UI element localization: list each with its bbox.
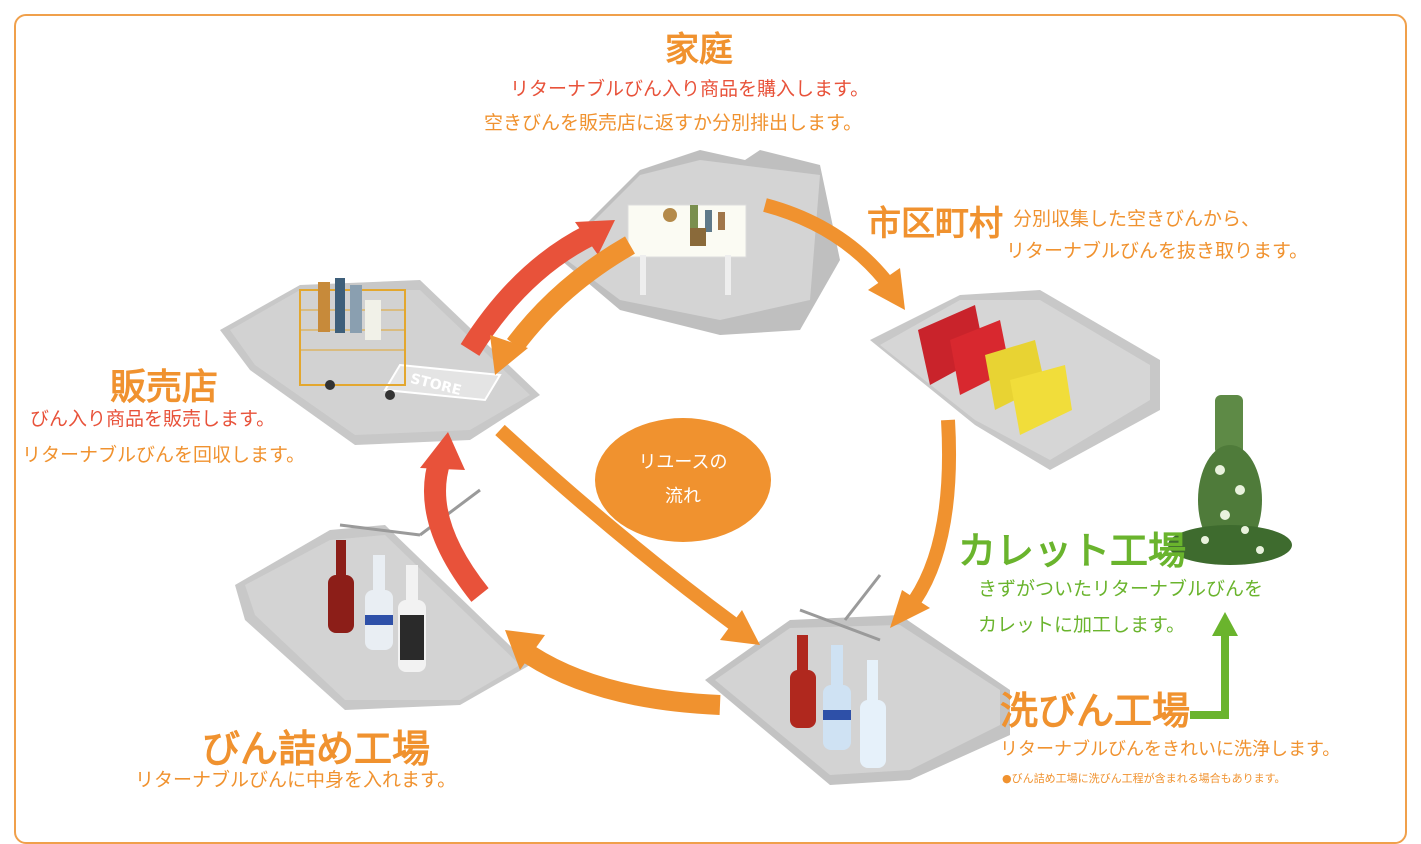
store-platform: STORE [220, 278, 540, 445]
store-desc-2: リターナブルびんを回収します。 [22, 444, 306, 466]
municipality-title: 市区町村 [867, 204, 1003, 244]
home-platform [555, 150, 840, 335]
center-circle [595, 418, 771, 542]
filler-desc-1: リターナブルびんに中身を入れます。 [135, 769, 457, 791]
cullet-bottle [1168, 395, 1292, 565]
arrow-bottling-to-store [420, 432, 465, 470]
washer-title: 洗びん工場 [1000, 689, 1191, 733]
municipality-desc-1: 分別収集した空きびんから、 [1013, 208, 1261, 230]
arrow-store-to-home [575, 220, 615, 255]
cycle-illustration: STORE [220, 150, 1292, 785]
bottling-platform [235, 488, 530, 710]
home-desc-1: リターナブルびん入り商品を購入します。 [510, 78, 870, 100]
flow-arrows [420, 198, 1238, 719]
store-desc-1: びん入り商品を販売します。 [30, 408, 276, 430]
arrow-home-to-municipality [868, 268, 905, 310]
center-label-line1: リユースの [638, 452, 728, 473]
center-label: リユースの 流れ [595, 418, 771, 542]
cullet-title: カレット工場 [958, 529, 1187, 573]
municipality-platform [859, 290, 1160, 470]
cullet-desc-2: カレットに加工します。 [978, 614, 1186, 636]
washer-note: ●びん詰め工場に洗びん工程が含まれる場合もあります。 [1002, 772, 1286, 785]
arrow-washing-to-cullet [1212, 612, 1238, 636]
cullet-desc-1: きずがついたリターナブルびんを [978, 578, 1264, 600]
store-title: 販売店 [110, 367, 219, 408]
home-desc-2: 空きびんを販売店に返すか分別排出します。 [484, 112, 863, 134]
washer-desc-1: リターナブルびんをきれいに洗浄します。 [1000, 739, 1341, 760]
washing-platform [705, 574, 1010, 785]
arrow-washing-to-bottling [505, 630, 545, 670]
municipality-desc-2: リターナブルびんを抜き取ります。 [1006, 240, 1309, 262]
arrow-home-to-store [490, 335, 528, 375]
home-title: 家庭 [665, 30, 733, 70]
center-label-line2: 流れ [665, 486, 701, 507]
filler-title: びん詰め工場 [202, 727, 431, 771]
arrow-store-to-washing [720, 610, 760, 645]
arrow-municipality-to-washing [890, 590, 930, 628]
